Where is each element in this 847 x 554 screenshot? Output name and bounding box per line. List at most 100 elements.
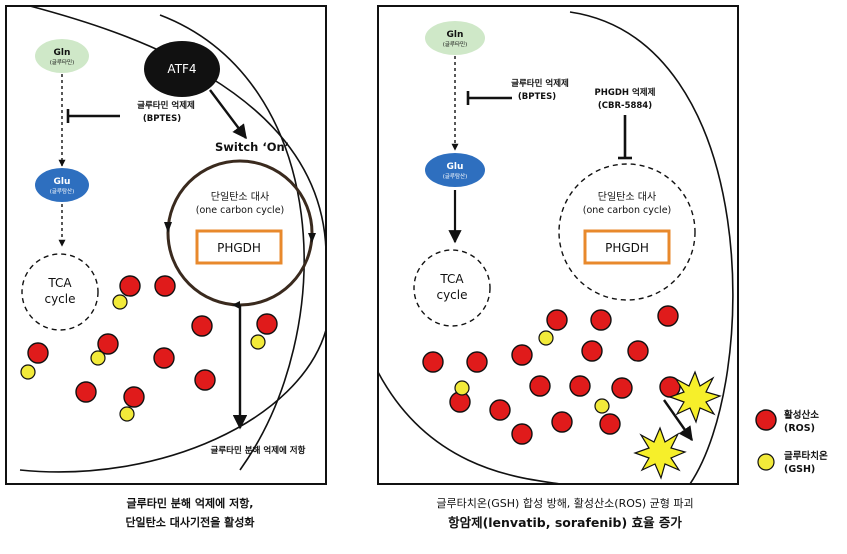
left-tca-cycle [21, 253, 99, 331]
left-switch-label: Switch ‘On’ [215, 140, 289, 154]
legend-ros-swatch [755, 409, 777, 431]
left-tca-line2: cycle [44, 292, 75, 306]
left-inhibitor-label: 글루타민 억제제 [137, 100, 195, 111]
right-glu-node [425, 153, 485, 187]
right-nucleus-boundary [377, 11, 734, 485]
legend-gsh-sub: (GSH) [784, 464, 815, 475]
ros-dot [119, 275, 141, 297]
right-panel-frame [377, 5, 739, 485]
legend: 활성산소 (ROS) 글루타치온 (GSH) [755, 409, 828, 475]
left-gln-sub: (글루타민) [50, 58, 75, 66]
left-glu-label: Glu [54, 177, 71, 187]
gsh-dot [538, 330, 554, 346]
ros-dot [599, 413, 621, 435]
left-cycle-label: 단일탄소 대사 [211, 191, 269, 203]
left-gln-node [35, 39, 89, 73]
ros-dot [569, 375, 591, 397]
right-cycle-sub: (one carbon cycle) [583, 205, 672, 216]
right-caption-line2: 항암제(lenvatib, sorafenib) 효율 증가 [448, 515, 682, 530]
ros-dot [466, 351, 488, 373]
right-phgdh-box [583, 229, 671, 265]
left-nucleus-boundary [159, 14, 305, 471]
gsh-dot [250, 334, 266, 350]
left-atf4-arrow [209, 89, 247, 140]
ros-burst-icon [633, 426, 687, 480]
ros-dot [256, 313, 278, 335]
right-caption: 글루타치온(GSH) 합성 방해, 활성산소(ROS) 균형 파괴 항암제(le… [375, 494, 755, 532]
left-atf4-label: ATF4 [167, 62, 196, 76]
right-tca-line1: TCA [439, 272, 464, 286]
legend-ros-label: 활성산소 [784, 409, 819, 421]
left-cycle-arrowhead-bottom [232, 301, 240, 309]
ros-dot [153, 347, 175, 369]
right-phgdh-inhibitor-label: PHGDH 억제제 [595, 87, 656, 98]
ros-dot [27, 342, 49, 364]
left-tca-line1: TCA [47, 276, 72, 290]
ros-dot [511, 423, 533, 445]
gsh-dot [454, 380, 470, 396]
ros-dot [546, 309, 568, 331]
right-cycle-label: 단일탄소 대사 [598, 191, 656, 203]
ros-dot [154, 275, 176, 297]
left-gln-label: Gln [54, 48, 71, 58]
left-glu-node [35, 168, 89, 202]
ros-dot [75, 381, 97, 403]
right-gsh-dots [454, 330, 610, 414]
right-gln-label: Gln [447, 30, 464, 40]
ros-dot [581, 340, 603, 362]
left-cycle-arrowhead-right [308, 233, 316, 243]
right-glu-sub: (글루탐산) [443, 172, 468, 180]
right-one-carbon-cycle [558, 163, 696, 301]
ros-dot [489, 399, 511, 421]
left-ros-dots [27, 275, 278, 408]
left-cycle-sub: (one carbon cycle) [196, 205, 285, 216]
right-glu-label: Glu [447, 162, 464, 172]
gsh-dot [119, 406, 135, 422]
legend-gsh-swatch [757, 453, 775, 471]
left-glu-sub: (글루탐산) [50, 187, 75, 195]
left-phgdh-box [195, 229, 283, 265]
ros-dot [657, 305, 679, 327]
right-tca-line2: cycle [436, 288, 467, 302]
ros-dot [97, 333, 119, 355]
right-phgdh-label: PHGDH [605, 241, 649, 255]
ros-dot [627, 340, 649, 362]
legend-gsh-label: 글루타치온 [784, 450, 828, 462]
left-caption-line1: 글루타민 분해 억제에 저항, [126, 497, 254, 510]
ros-dot [529, 375, 551, 397]
left-inhibitor-drug: (BPTES) [143, 114, 181, 124]
left-caption-line2: 단일탄소 대사기전을 활성화 [125, 516, 255, 529]
right-phgdh-inhibitor-drug: (CBR-5884) [598, 101, 652, 111]
right-panel: Gln (글루타민) 글루타민 억제제 (BPTES) PHGDH 억제제 (C… [377, 5, 739, 485]
left-gsh-dots [20, 294, 266, 422]
right-gln-node [425, 21, 485, 55]
left-panel: Gln (글루타민) 글루타민 억제제 (BPTES) Glu (글루탐산) T… [5, 5, 327, 485]
gsh-dot [20, 364, 36, 380]
left-caption: 글루타민 분해 억제에 저항, 단일탄소 대사기전을 활성화 [0, 494, 380, 532]
right-inhibitor-drug: (BPTES) [518, 92, 556, 102]
left-resist-label: 글루타민 분해 억제에 저항 [211, 445, 306, 456]
ros-dot [551, 411, 573, 433]
ros-dot [191, 315, 213, 337]
right-ros-dots [422, 305, 681, 445]
right-tca-cycle [413, 249, 491, 327]
gsh-dot [594, 398, 610, 414]
left-cycle-arrowhead-left [164, 222, 172, 233]
right-ros-escape-arrow [663, 399, 693, 442]
right-gln-sub: (글루타민) [443, 40, 468, 48]
ros-dot [611, 377, 633, 399]
ros-burst-icon [668, 370, 722, 424]
ros-dot [194, 369, 216, 391]
gsh-dot [90, 350, 106, 366]
ros-dot [590, 309, 612, 331]
ros-dot [422, 351, 444, 373]
right-caption-line1: 글루타치온(GSH) 합성 방해, 활성산소(ROS) 균형 파괴 [436, 497, 694, 510]
ros-dot [123, 386, 145, 408]
left-atf4-node [144, 41, 220, 97]
legend-ros-sub: (ROS) [784, 423, 815, 434]
left-phgdh-label: PHGDH [217, 241, 261, 255]
right-inhibitor-label: 글루타민 억제제 [511, 78, 569, 89]
gsh-dot [112, 294, 128, 310]
ros-dot [511, 344, 533, 366]
